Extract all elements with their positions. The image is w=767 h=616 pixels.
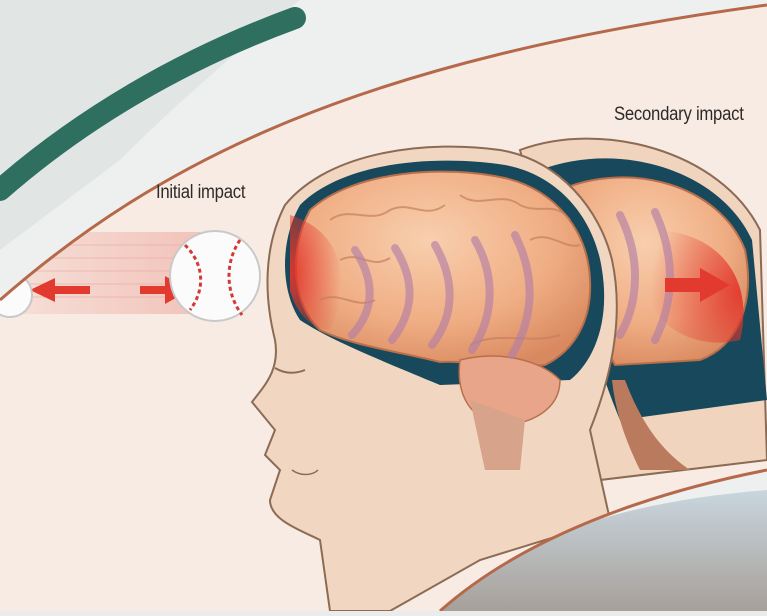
secondary-impact-label: Secondary impact: [614, 104, 744, 126]
initial-impact-label: Initial impact: [156, 182, 245, 204]
baseball-icon: [170, 231, 260, 321]
